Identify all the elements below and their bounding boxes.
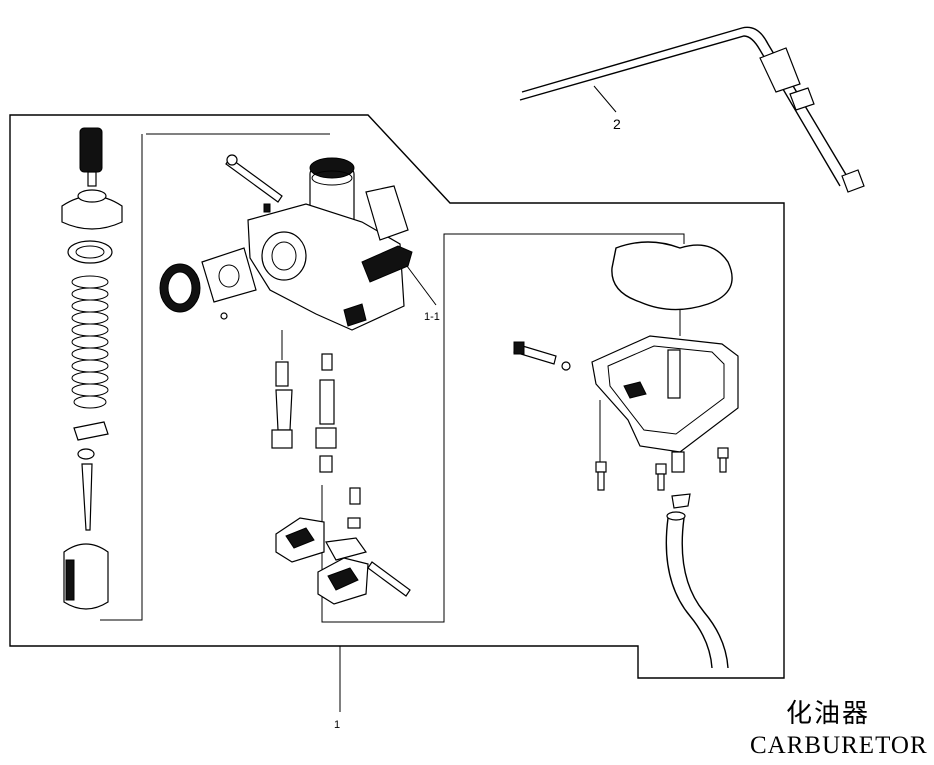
throttle-slide-group	[61, 127, 123, 610]
vent-tube	[519, 26, 865, 193]
float-bowl-gasket	[611, 241, 733, 311]
title-english: CARBURETOR	[750, 732, 928, 759]
manifold-gasket-group	[159, 247, 257, 320]
callout-2-leader	[593, 85, 617, 113]
title-chinese: 化油器	[786, 699, 871, 729]
assembly-outline	[9, 114, 785, 679]
callout-1-1-label: 1-1	[424, 311, 440, 323]
drain-hose	[665, 511, 729, 669]
body-group-bracket	[146, 133, 685, 623]
callout-1-label: 1	[334, 719, 340, 731]
float-group	[275, 487, 411, 605]
float-bowl	[513, 335, 739, 509]
jet-group	[271, 330, 337, 473]
slide-group-bracket	[100, 134, 143, 621]
callout-1-1-leader	[403, 261, 437, 306]
callout-2-label: 2	[613, 116, 621, 132]
carburetor-body	[225, 154, 413, 331]
